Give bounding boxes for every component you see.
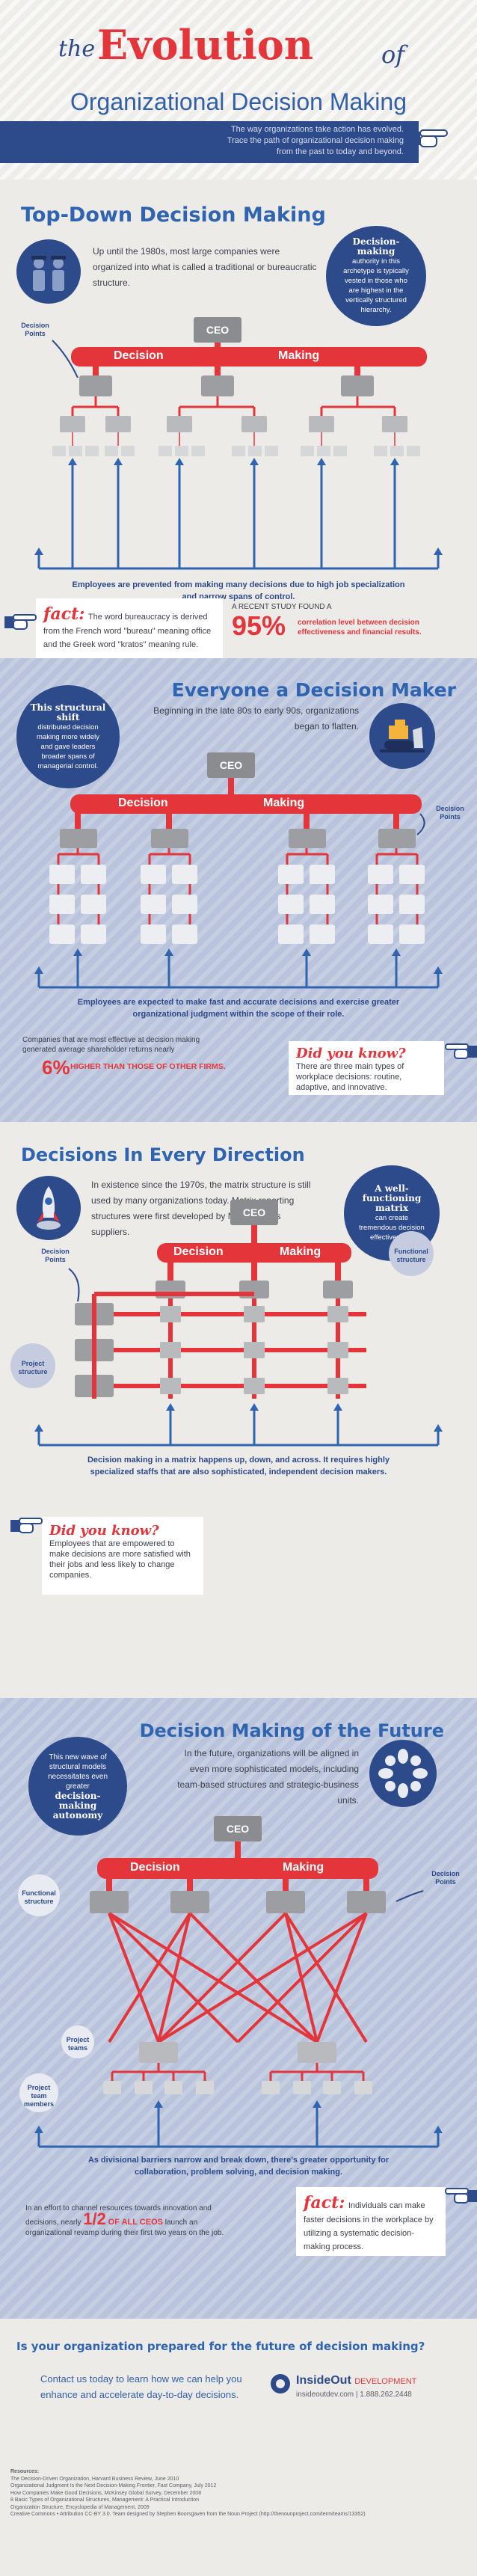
- stat-number: 6%: [42, 1056, 70, 1079]
- section-title: Top-Down Decision Making: [21, 203, 326, 227]
- section-everyone: Everyone a Decision Maker Beginning in t…: [0, 658, 477, 1122]
- section-matrix: Decisions In Every Direction In existenc…: [0, 1122, 477, 1608]
- dyk-text: There are three main types of workplace …: [296, 1062, 404, 1092]
- fact-card: fact: Individuals can make faster decisi…: [296, 2187, 446, 2256]
- decision-label: Decision: [114, 349, 164, 362]
- cta-text[interactable]: Contact us today to learn how we can hel…: [40, 2373, 242, 2400]
- dyk-title: Did you know?: [49, 1523, 159, 1539]
- cta-question: Is your organization prepared for the fu…: [16, 2340, 425, 2353]
- section-body: In existence since the 1970s, the matrix…: [91, 1180, 311, 1237]
- fact-card: fact: The word bureaucracy is derived fr…: [36, 598, 223, 658]
- section-title: Decisions In Every Direction: [21, 1144, 305, 1165]
- stat-intro: Companies that are most effective at dec…: [22, 1036, 200, 1054]
- section-body: Beginning in the late 80s to early 90s, …: [153, 705, 359, 732]
- section-spacer: [0, 1608, 477, 1698]
- decision-points-label: Decision Points: [431, 1870, 460, 1886]
- section-body: In the future, organizations will be ali…: [177, 1748, 359, 1806]
- fact-text: The word bureaucracy is derived from the…: [43, 613, 212, 649]
- section-note: Employees are expected to make fast and …: [77, 998, 400, 1019]
- project-structure-label: Project structure: [18, 1360, 48, 1376]
- section-title: Everyone a Decision Maker: [171, 679, 456, 701]
- fact-title: fact:: [304, 2193, 345, 2212]
- org-chart-top-down: [34, 340, 443, 570]
- resource-item: 8 Basic Types of Organizational Structur…: [10, 2497, 200, 2503]
- section-body: Up until the 1980s, most large companies…: [93, 246, 317, 288]
- fact-text: Individuals can make faster decisions in…: [304, 2201, 434, 2251]
- ceo-box: CEO: [214, 1816, 262, 1841]
- stat-text: HIGHER THAN THOSE OF OTHER FIRMS.: [70, 1062, 226, 1071]
- making-label: Making: [283, 1861, 324, 1874]
- org-chart-flat: [34, 778, 443, 989]
- pointing-hand-icon: [410, 129, 448, 147]
- bulldozer-icon: [369, 703, 435, 769]
- ceo-box: CEO: [230, 1200, 278, 1225]
- fact-title: fact:: [43, 604, 85, 624]
- ceo-box: CEO: [194, 317, 241, 343]
- executives-icon: [16, 239, 81, 304]
- footer: Is your organization prepared for the fu…: [0, 2319, 477, 2576]
- header: the Evolution of Organizational Decision…: [0, 0, 477, 180]
- decision-points-label: Decision Points: [41, 1248, 70, 1263]
- making-label: Making: [278, 349, 320, 362]
- making-label: Making: [263, 797, 305, 809]
- resource-item: Organization Structure, Encyclopedia of …: [10, 2504, 150, 2510]
- section-top-down: Top-Down Decision Making Up until the 19…: [0, 180, 477, 658]
- stat-number: 95%: [232, 610, 286, 641]
- subtitle: Organizational Decision Making: [70, 88, 407, 115]
- rocket-icon: [16, 1176, 81, 1240]
- section-future: Decision Making of the Future In the fut…: [0, 1698, 477, 2319]
- decision-label: Decision: [173, 1245, 224, 1258]
- resource-item: How Companies Make Good Decisions, McKin…: [10, 2490, 202, 2496]
- stat-block: In an effort to channel resources toward…: [25, 2204, 224, 2237]
- decision-label: Decision: [130, 1861, 180, 1874]
- section-title: Decision Making of the Future: [139, 1720, 444, 1741]
- decision-points-label: Decision Points: [21, 322, 49, 337]
- matrix-chart: [10, 1225, 443, 1447]
- section-note: Decision making in a matrix happens up, …: [87, 1456, 390, 1476]
- resource-item: Organizational Judgment Is the Next Deci…: [10, 2483, 217, 2488]
- did-you-know-card: Did you know? There are three main types…: [289, 1041, 444, 1095]
- dyk-title: Did you know?: [296, 1046, 406, 1061]
- title-of: of: [381, 40, 405, 69]
- main-title: Evolution: [97, 21, 314, 69]
- functional-structure-label: Functional structure: [394, 1248, 428, 1263]
- teams-icon: [369, 1740, 437, 1807]
- pointing-hand-icon: [10, 1518, 43, 1533]
- ceo-box: CEO: [207, 752, 255, 778]
- info-circle: This new wave of structural models neces…: [28, 1737, 127, 1836]
- intro-text: The way organizations take action has ev…: [227, 125, 404, 156]
- contact-info[interactable]: insideoutdev.com | 1.888.262.2448: [296, 2391, 412, 2399]
- resource-item: The Decision-Driven Organization, Harvar…: [10, 2476, 179, 2482]
- pointing-hand-icon: [445, 1043, 477, 1059]
- resource-item: Creative Commons • Attribution CC-BY 3.0…: [10, 2512, 366, 2517]
- future-chart: [18, 1841, 443, 2148]
- functional-structure-label: Functional structure: [22, 1889, 56, 1905]
- title-the: the: [58, 36, 96, 62]
- intro-ribbon: [0, 121, 419, 163]
- decision-points-label: Decision Points: [436, 805, 464, 821]
- pointing-hand-icon: [4, 614, 37, 630]
- decision-label: Decision: [118, 797, 168, 809]
- making-label: Making: [280, 1245, 321, 1258]
- insideout-logo-icon: [271, 2374, 290, 2393]
- project-teams-label: Project teams: [66, 2036, 90, 2052]
- brand-name: InsideOut DEVELOPMENT: [296, 2374, 417, 2387]
- stat-text: correlation level between decision effec…: [298, 619, 422, 637]
- resources: Resources: The Decision-Driven Organizat…: [10, 2468, 467, 2518]
- section-note: As divisional barriers narrow and break …: [87, 2156, 390, 2177]
- stat-intro: A RECENT STUDY FOUND A: [232, 603, 332, 611]
- pointing-hand-icon: [445, 2188, 477, 2204]
- dyk-text: Employees that are empowered to make dec…: [49, 1539, 191, 1580]
- did-you-know-card: Did you know? Employees that are empower…: [42, 1517, 203, 1595]
- project-members-label: Project team members: [23, 2084, 55, 2108]
